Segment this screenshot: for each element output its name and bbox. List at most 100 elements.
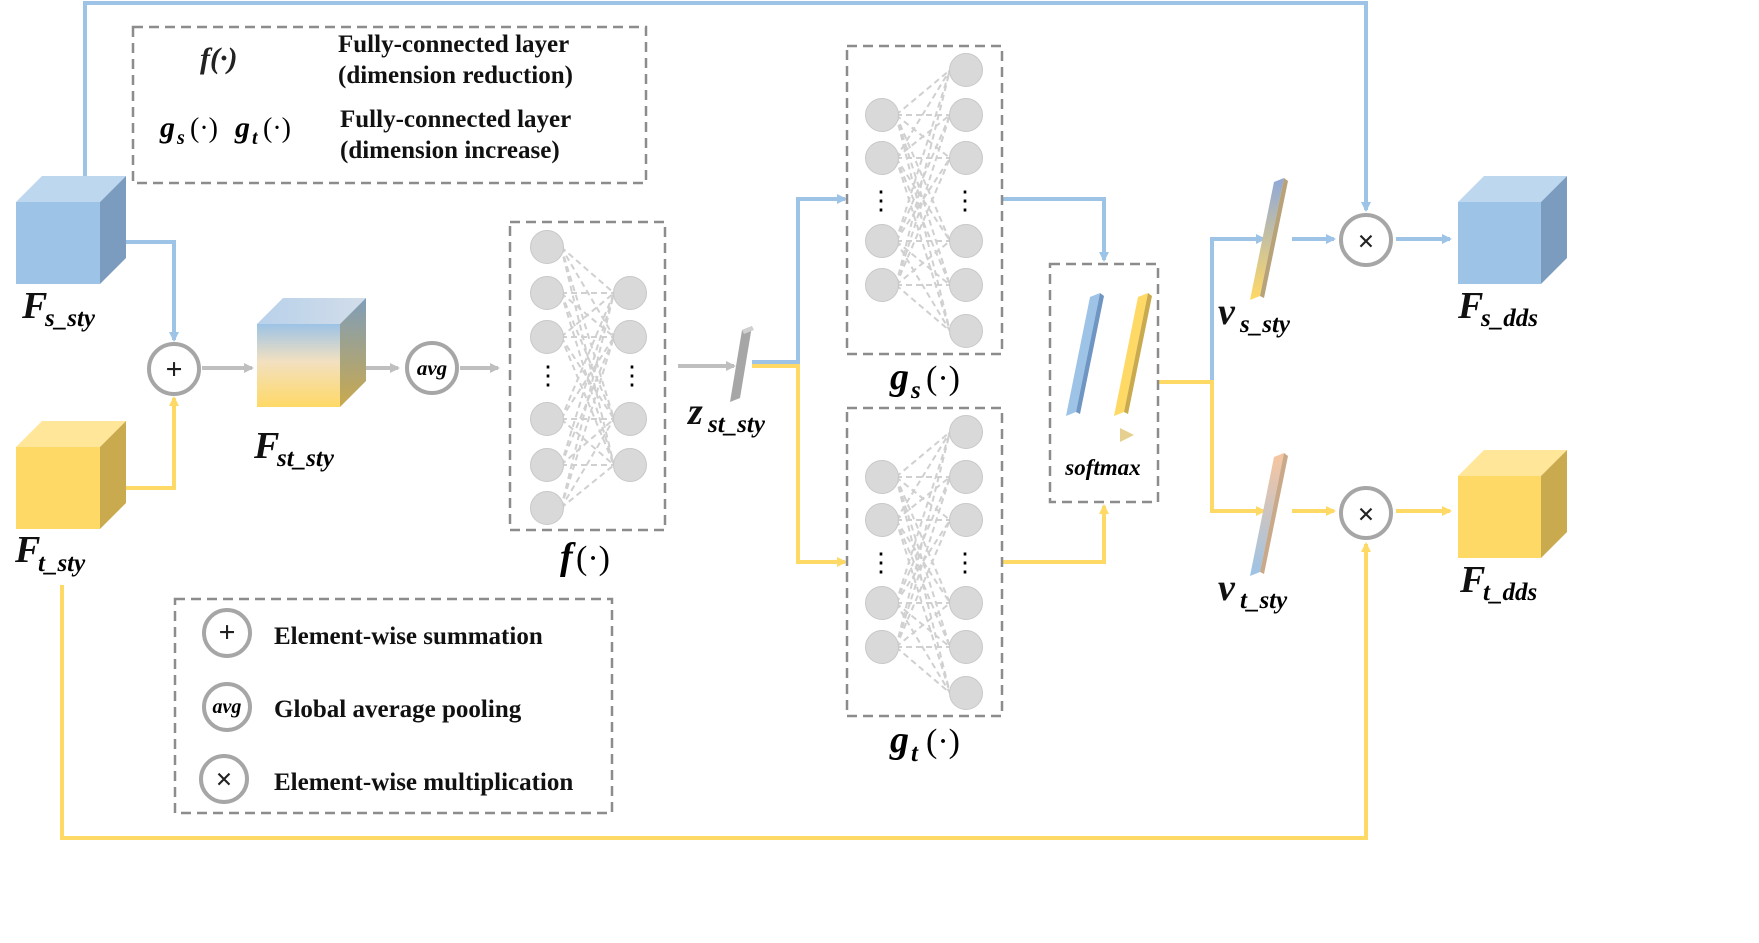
legend-f-symbol: f(·) — [200, 42, 237, 75]
neuron-node — [613, 320, 647, 354]
neuron-node — [613, 402, 647, 436]
label-fst-sty-main: F — [253, 425, 279, 467]
label-zst-sty-main: z — [686, 391, 703, 433]
z-vector-bar-icon — [730, 326, 754, 402]
neuron-node — [949, 98, 983, 132]
legend-f-desc-line1: Fully-connected layer — [338, 31, 569, 58]
label-gt-paren: (·) — [926, 723, 960, 760]
net-connection — [560, 336, 615, 466]
net-connection — [560, 246, 615, 338]
net-f-nodes — [530, 230, 647, 525]
label-f-layer: f (·) — [560, 536, 610, 578]
neuron-node — [530, 320, 564, 354]
gt-to-softmax-line — [1003, 504, 1109, 564]
neuron-node — [865, 141, 899, 175]
avg-symbol: avg — [417, 356, 447, 380]
neuron-node — [949, 224, 983, 258]
vs-vector-bar-icon — [1250, 178, 1288, 300]
net-gs-nodes — [865, 53, 983, 348]
neuron-node — [865, 224, 899, 258]
times-circle-icon — [1339, 213, 1393, 267]
net-connection — [895, 240, 951, 332]
neuron-node — [949, 630, 983, 664]
label-gs-paren: (·) — [926, 360, 960, 397]
label-gt-sub: t — [911, 740, 919, 767]
legend-gs-main: g — [159, 111, 175, 144]
net-connection — [560, 292, 615, 420]
net-connection — [895, 431, 951, 648]
cube-ft-sty-icon — [16, 421, 126, 529]
label-zst-sty: z st_sty — [686, 391, 766, 438]
label-fs-sty-main: F — [21, 285, 47, 327]
label-fs-dds: F s_dds — [1457, 285, 1538, 332]
times-symbol-t: × — [1357, 498, 1374, 531]
neuron-node — [865, 98, 899, 132]
softmax-arrow-icon — [1120, 428, 1134, 442]
neuron-node — [949, 415, 983, 449]
legend-g-desc-line2: (dimension increase) — [340, 137, 560, 164]
net-connection — [895, 114, 951, 159]
label-vs-sty-main: v — [1218, 291, 1236, 333]
neuron-node — [949, 676, 983, 710]
label-vt-sty-main: v — [1218, 567, 1236, 609]
net-connection — [560, 292, 615, 420]
net-connection — [895, 69, 951, 242]
net-connection — [895, 157, 951, 242]
label-gt-main: g — [889, 719, 909, 761]
neuron-node — [949, 268, 983, 302]
neuron-node — [530, 230, 564, 264]
neuron-node — [865, 460, 899, 494]
net-connection — [895, 431, 951, 604]
yellow-skip-connection — [60, 542, 1371, 840]
label-fs-sty: F s_sty — [21, 285, 96, 332]
z-to-gt-line — [752, 364, 847, 567]
net-connection — [895, 69, 951, 159]
legend-times-symbol: × — [215, 763, 232, 796]
legend-f-desc-line2: (dimension reduction) — [338, 62, 573, 89]
legend-plus-circle-icon — [202, 608, 252, 658]
net-gt-ellipsis-right: ⋮ — [952, 548, 978, 577]
net-connection — [895, 157, 951, 332]
net-connection — [895, 476, 951, 604]
legend-gt-main: g — [234, 111, 250, 144]
avg-operator: avg — [405, 341, 459, 395]
avg-circle-icon — [405, 341, 459, 395]
legend-avg-symbol: avg — [213, 696, 242, 718]
net-connection — [895, 284, 951, 332]
cube-ft-dds-icon — [1458, 450, 1567, 558]
net-connection — [560, 336, 615, 466]
fc-network-f: ⋮ ⋮ — [508, 220, 667, 532]
neuron-node — [865, 586, 899, 620]
net-f-ellipsis-right: ⋮ — [619, 361, 645, 390]
legend-gt-paren: (·) — [263, 113, 291, 144]
legend-gt-sub: t — [252, 127, 259, 149]
legend-gs-paren: (·) — [190, 113, 218, 144]
fc-network-gs: ⋮ ⋮ — [845, 44, 1004, 356]
net-connection — [560, 336, 615, 420]
neuron-node — [949, 460, 983, 494]
net-gt-ellipsis-left: ⋮ — [868, 548, 894, 577]
net-connection — [895, 476, 951, 604]
label-zst-sty-sub: st_sty — [707, 411, 766, 438]
net-gs-ellipsis-left: ⋮ — [868, 186, 894, 215]
label-f-paren: (·) — [576, 540, 610, 577]
softmax-to-vs-line — [1210, 234, 1266, 382]
vt-vector-bar-icon — [1250, 453, 1288, 576]
neuron-node — [613, 448, 647, 482]
label-ft-sty: F t_sty — [14, 529, 86, 577]
softmax-block: softmax — [1048, 262, 1160, 504]
neuron-node — [613, 276, 647, 310]
neuron-node — [949, 53, 983, 87]
label-vs-sty-sub: s_sty — [1239, 311, 1291, 338]
neuron-node — [865, 630, 899, 664]
neuron-node — [949, 586, 983, 620]
legend-avg-circle-icon — [202, 682, 252, 732]
net-connection — [895, 157, 951, 286]
label-ft-dds-sub: t_dds — [1483, 579, 1537, 606]
net-gs-ellipsis-right: ⋮ — [952, 186, 978, 215]
net-connection — [895, 602, 951, 694]
softmax-blue-bar-icon — [1066, 293, 1100, 416]
net-connection — [560, 464, 615, 509]
net-connection — [895, 646, 951, 694]
